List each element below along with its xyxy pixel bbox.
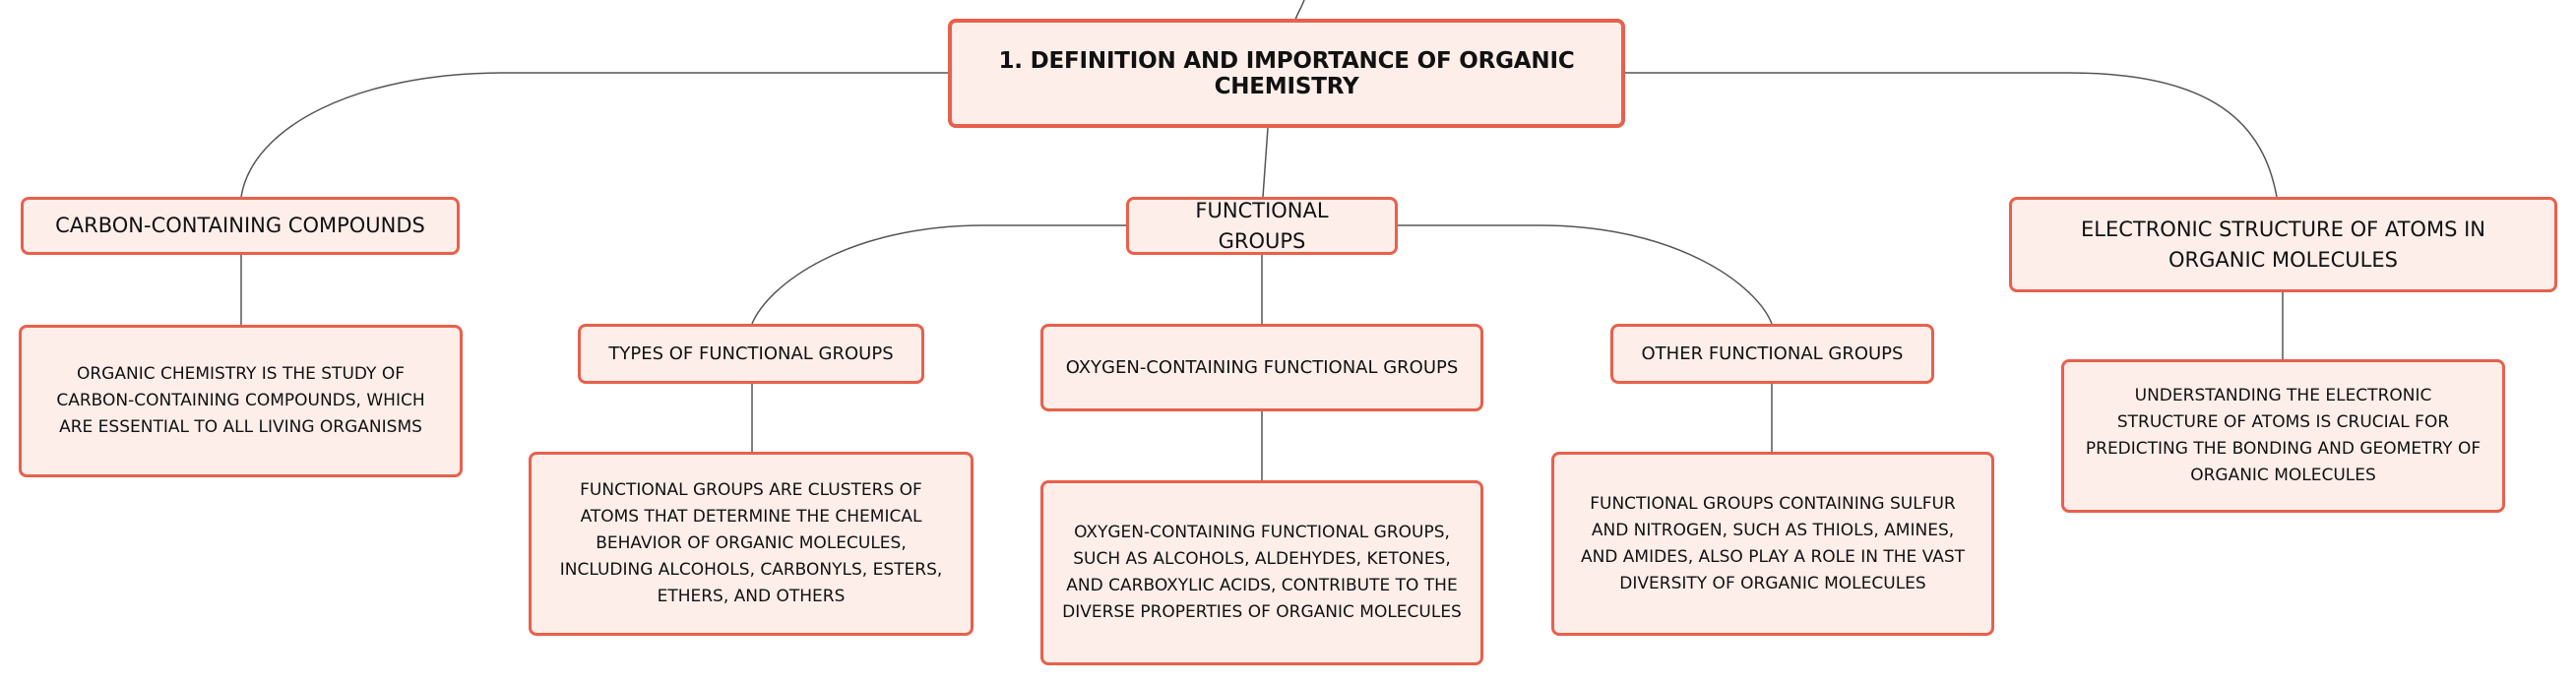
- topic-label: ELECTRONIC STRUCTURE OF ATOMS IN ORGANIC…: [2080, 217, 2485, 272]
- connector-root-to-carbon: [240, 72, 948, 198]
- detail-node-electronic-structure[interactable]: UNDERSTANDING THE ELECTRONIC STRUCTURE O…: [2061, 359, 2505, 513]
- detail-text: OXYGEN-CONTAINING FUNCTIONAL GROUPS, SUC…: [1062, 523, 1462, 622]
- detail-text: ORGANIC CHEMISTRY IS THE STUDY OF CARBON…: [56, 364, 425, 437]
- detail-node-types[interactable]: FUNCTIONAL GROUPS ARE CLUSTERS OF ATOMS …: [529, 452, 974, 636]
- subtopic-node-oxygen[interactable]: OXYGEN-CONTAINING FUNCTIONAL GROUPS: [1040, 324, 1483, 411]
- detail-node-carbon-compounds[interactable]: ORGANIC CHEMISTRY IS THE STUDY OF CARBON…: [19, 325, 463, 477]
- detail-node-other[interactable]: FUNCTIONAL GROUPS CONTAINING SULFUR AND …: [1551, 452, 1994, 636]
- subtopic-label: TYPES OF FUNCTIONAL GROUPS: [608, 343, 894, 364]
- topic-label: CARBON-CONTAINING COMPOUNDS: [55, 214, 425, 237]
- subtopic-node-other[interactable]: OTHER FUNCTIONAL GROUPS: [1610, 324, 1934, 384]
- detail-node-oxygen[interactable]: OXYGEN-CONTAINING FUNCTIONAL GROUPS, SUC…: [1040, 480, 1483, 665]
- subtopic-label: OTHER FUNCTIONAL GROUPS: [1641, 343, 1904, 364]
- subtopic-label: OXYGEN-CONTAINING FUNCTIONAL GROUPS: [1065, 357, 1459, 378]
- topic-node-carbon-compounds[interactable]: CARBON-CONTAINING COMPOUNDS: [21, 197, 460, 255]
- topic-node-functional-groups[interactable]: FUNCTIONAL GROUPS: [1126, 197, 1398, 255]
- connector-root-to-functional: [1262, 127, 1269, 198]
- connector-functional-to-types: [751, 224, 1126, 325]
- detail-text: FUNCTIONAL GROUPS CONTAINING SULFUR AND …: [1580, 493, 1966, 593]
- detail-text: UNDERSTANDING THE ELECTRONIC STRUCTURE O…: [2085, 386, 2482, 485]
- root-node[interactable]: 1. DEFINITION AND IMPORTANCE OF ORGANIC …: [948, 19, 1625, 128]
- connector-functional-to-other: [1398, 224, 1773, 325]
- detail-text: FUNCTIONAL GROUPS ARE CLUSTERS OF ATOMS …: [559, 480, 943, 606]
- topic-label: FUNCTIONAL GROUPS: [1195, 198, 1329, 253]
- topic-node-electronic-structure[interactable]: ELECTRONIC STRUCTURE OF ATOMS IN ORGANIC…: [2009, 197, 2557, 292]
- root-label: 1. DEFINITION AND IMPORTANCE OF ORGANIC …: [998, 47, 1575, 99]
- connector-root-to-electronic: [1625, 72, 2278, 198]
- subtopic-node-types[interactable]: TYPES OF FUNCTIONAL GROUPS: [578, 324, 924, 384]
- connector-parent-to-root: [1294, 0, 1305, 21]
